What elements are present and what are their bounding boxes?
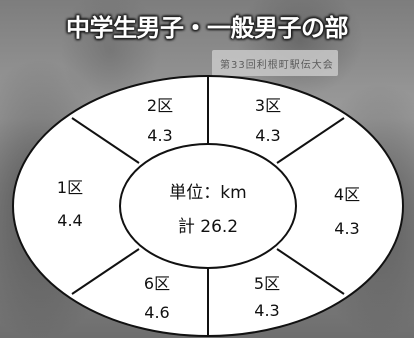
segment-2-name: 2区 <box>147 96 173 115</box>
segment-5-name: 5区 <box>254 274 280 293</box>
page-title: 中学生男子・一般男子の部 <box>0 8 414 43</box>
segment-2-distance: 4.3 <box>147 126 172 145</box>
center-circle <box>119 143 297 269</box>
divider-6-1 <box>71 248 140 295</box>
segment-3-distance: 4.3 <box>255 126 280 145</box>
title-separator: ・ <box>183 14 208 42</box>
divider-3-4 <box>276 117 345 164</box>
segment-5-distance: 4.3 <box>254 301 279 320</box>
race-bib: 第33回利根町駅伝大会 <box>212 50 338 76</box>
center-total: 計 26.2 <box>178 217 238 237</box>
segment-1-distance: 4.4 <box>57 211 82 230</box>
segment-6-name: 6区 <box>144 274 170 293</box>
segment-4-name: 4区 <box>334 185 360 204</box>
segment-1-name: 1区 <box>57 178 83 197</box>
segment-4-distance: 4.3 <box>334 219 359 238</box>
title-part-general: 一般男子の部 <box>207 14 349 42</box>
segment-dividers <box>71 76 345 336</box>
divider-1-2 <box>71 117 140 164</box>
segment-3-name: 3区 <box>255 96 281 115</box>
title-part-junior-high: 中学生男子 <box>66 14 184 42</box>
segment-6-distance: 4.6 <box>144 303 169 322</box>
center-unit: 単位：km <box>169 183 246 203</box>
divider-4-5 <box>276 248 345 295</box>
race-bib-text: 第33回利根町駅伝大会 <box>220 60 334 71</box>
